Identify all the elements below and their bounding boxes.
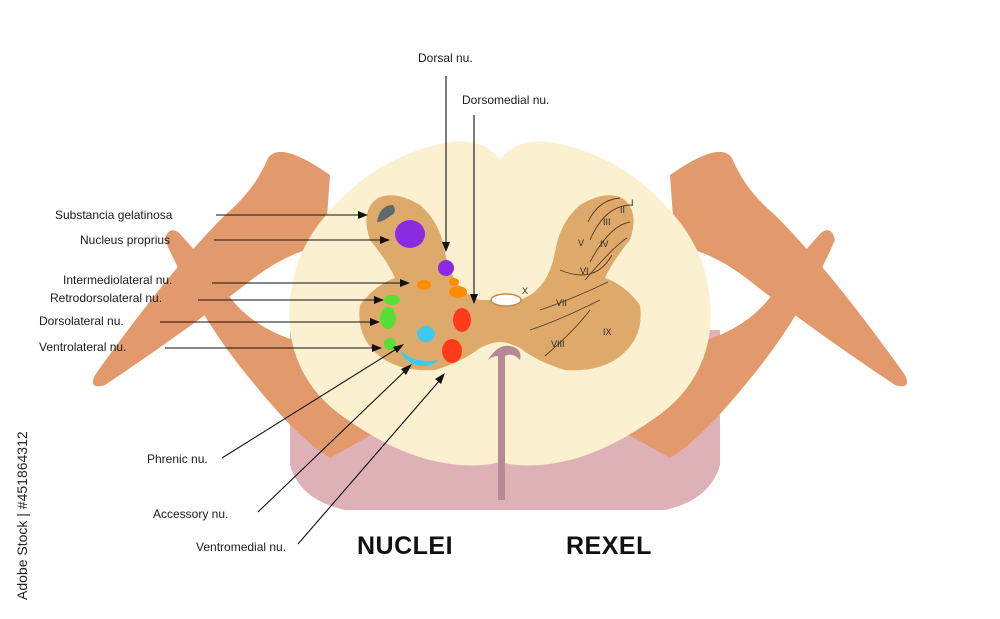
left-upper-root (92, 151, 330, 387)
arrowhead (470, 294, 478, 304)
ventromedial-blob (442, 339, 462, 363)
arrowhead (380, 236, 390, 244)
arrowhead (400, 279, 410, 287)
leader-lines (160, 76, 478, 545)
dorsolateral-upper-blob (384, 295, 400, 305)
lamina-ii: II (620, 205, 625, 215)
stock-id-watermark: Adobe Stock | #451864312 (14, 431, 30, 600)
arrowhead (435, 373, 445, 384)
label-dorsal-nu: Dorsal nu. (418, 51, 473, 65)
heading-nuclei: NUCLEI (357, 532, 453, 560)
label-ventromedial-nu: Ventromedial nu. (196, 540, 286, 554)
heading-rexel: REXEL (566, 532, 652, 560)
nucleus-labels: Dorsal nu. Dorsomedial nu. Substancia ge… (39, 51, 549, 554)
lamina-ix: IX (603, 327, 612, 337)
gray-matter (359, 195, 641, 371)
label-dorsomedial-nu: Dorsomedial nu. (462, 93, 549, 107)
arrowhead (374, 296, 384, 304)
arrowhead (442, 242, 450, 252)
lamina-lines (529, 197, 633, 357)
lamina-vii: VII (556, 298, 567, 308)
lamina-viii: VIII (551, 339, 565, 349)
arrowhead (401, 364, 412, 375)
label-substancia-gelatinosa: Substancia gelatinosa (55, 208, 173, 222)
label-accessory-nu: Accessory nu. (153, 507, 228, 521)
central-canal (490, 293, 522, 307)
arrowhead (372, 344, 382, 352)
right-upper-root (670, 151, 908, 387)
arrowhead (370, 318, 380, 326)
label-ventrolateral-nu: Ventrolateral nu. (39, 340, 126, 354)
arrowhead (358, 211, 368, 219)
nucleus-proprius-blob (395, 220, 425, 248)
lamina-i: I (631, 198, 634, 208)
accessory-blob (417, 326, 435, 342)
lamina-labels: I II III IV V VI VII VIII IX X (522, 198, 634, 349)
anterior-median-fissure (488, 345, 521, 500)
label-nucleus-proprius: Nucleus proprius (80, 233, 170, 247)
substancia-gelatinosa-blob (377, 205, 395, 222)
intermediolateral-blob (417, 280, 431, 290)
lamina-x: X (522, 286, 528, 296)
label-intermediolateral-nu: Intermediolateral nu. (63, 273, 172, 287)
lamina-vi: VI (580, 266, 589, 276)
nuclei (377, 205, 471, 366)
phrenic-blob (400, 350, 438, 366)
dorsal-nucleus-blob (438, 260, 454, 276)
dorsolateral-blob (380, 307, 396, 329)
dorsomedial-blob (453, 308, 471, 332)
label-dorsolateral-nu: Dorsolateral nu. (39, 314, 124, 328)
lamina-iii: III (603, 217, 611, 227)
lamina-v: V (578, 238, 584, 248)
retrodorsolateral-small-blob (449, 278, 459, 286)
lamina-iv: IV (600, 239, 609, 249)
arrowhead (393, 344, 404, 353)
label-retrodorsolateral-nu: Retrodorsolateral nu. (50, 291, 162, 305)
retrodorsolateral-blob (449, 286, 467, 298)
label-phrenic-nu: Phrenic nu. (147, 452, 208, 466)
